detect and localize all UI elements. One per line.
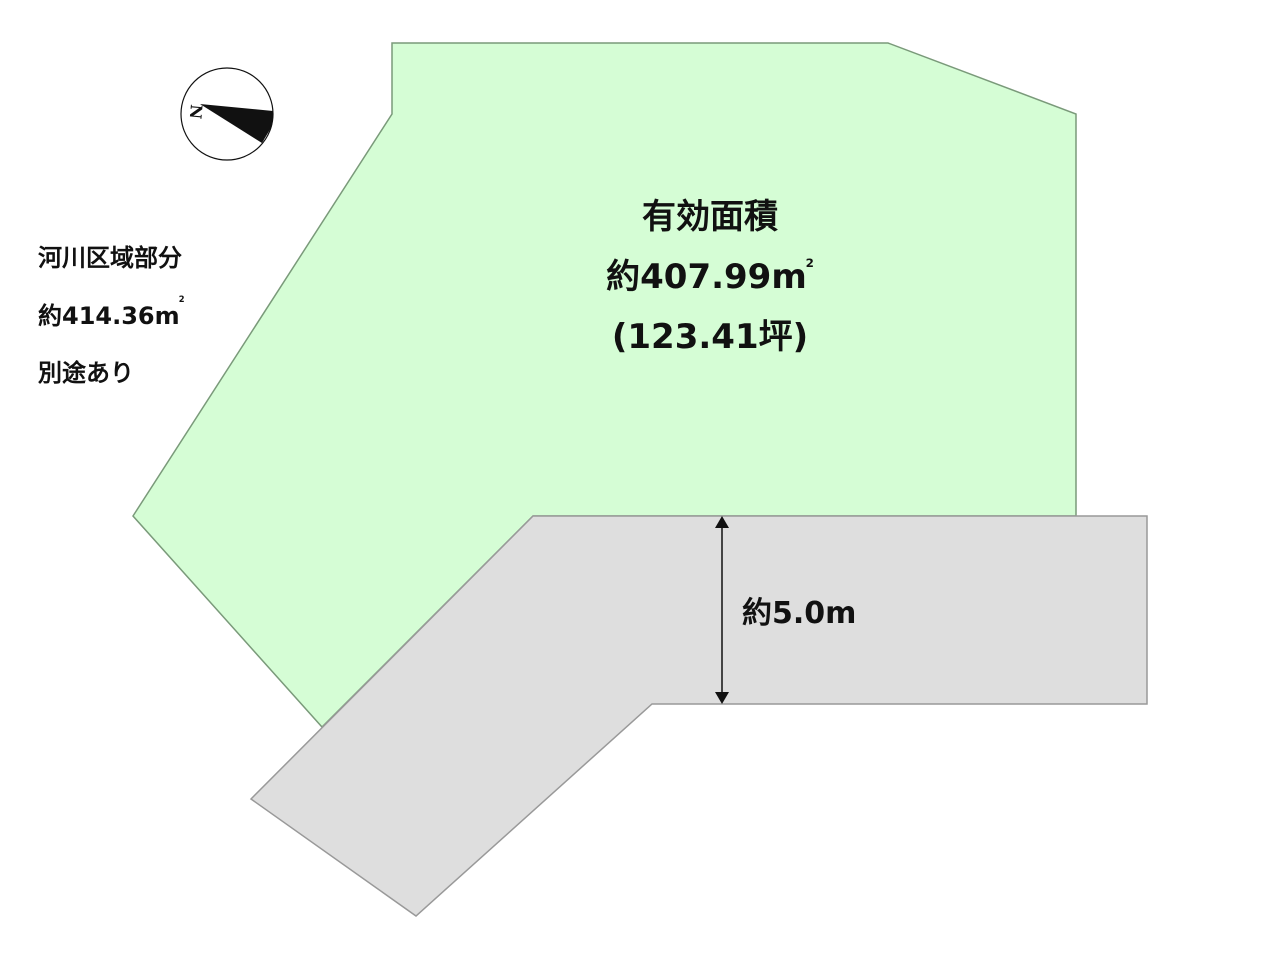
- north-arrow-icon: N: [180, 67, 274, 161]
- river-area-sqm: 約414.36m2: [38, 294, 185, 330]
- river-area-note: 別途あり: [38, 359, 134, 387]
- effective-area-title-text: 有効面積: [642, 197, 778, 237]
- effective-area-sqm: 約407.99m2: [606, 255, 814, 297]
- compass-letter: N: [186, 104, 206, 120]
- road-width-label: 約5.0m: [742, 596, 857, 631]
- effective-area-tsubo: (123.41坪): [611, 317, 809, 357]
- road-width-dimension-arrow: [715, 516, 729, 704]
- river-area-title: 河川区域部分: [38, 244, 182, 272]
- road-area: [249, 515, 1148, 917]
